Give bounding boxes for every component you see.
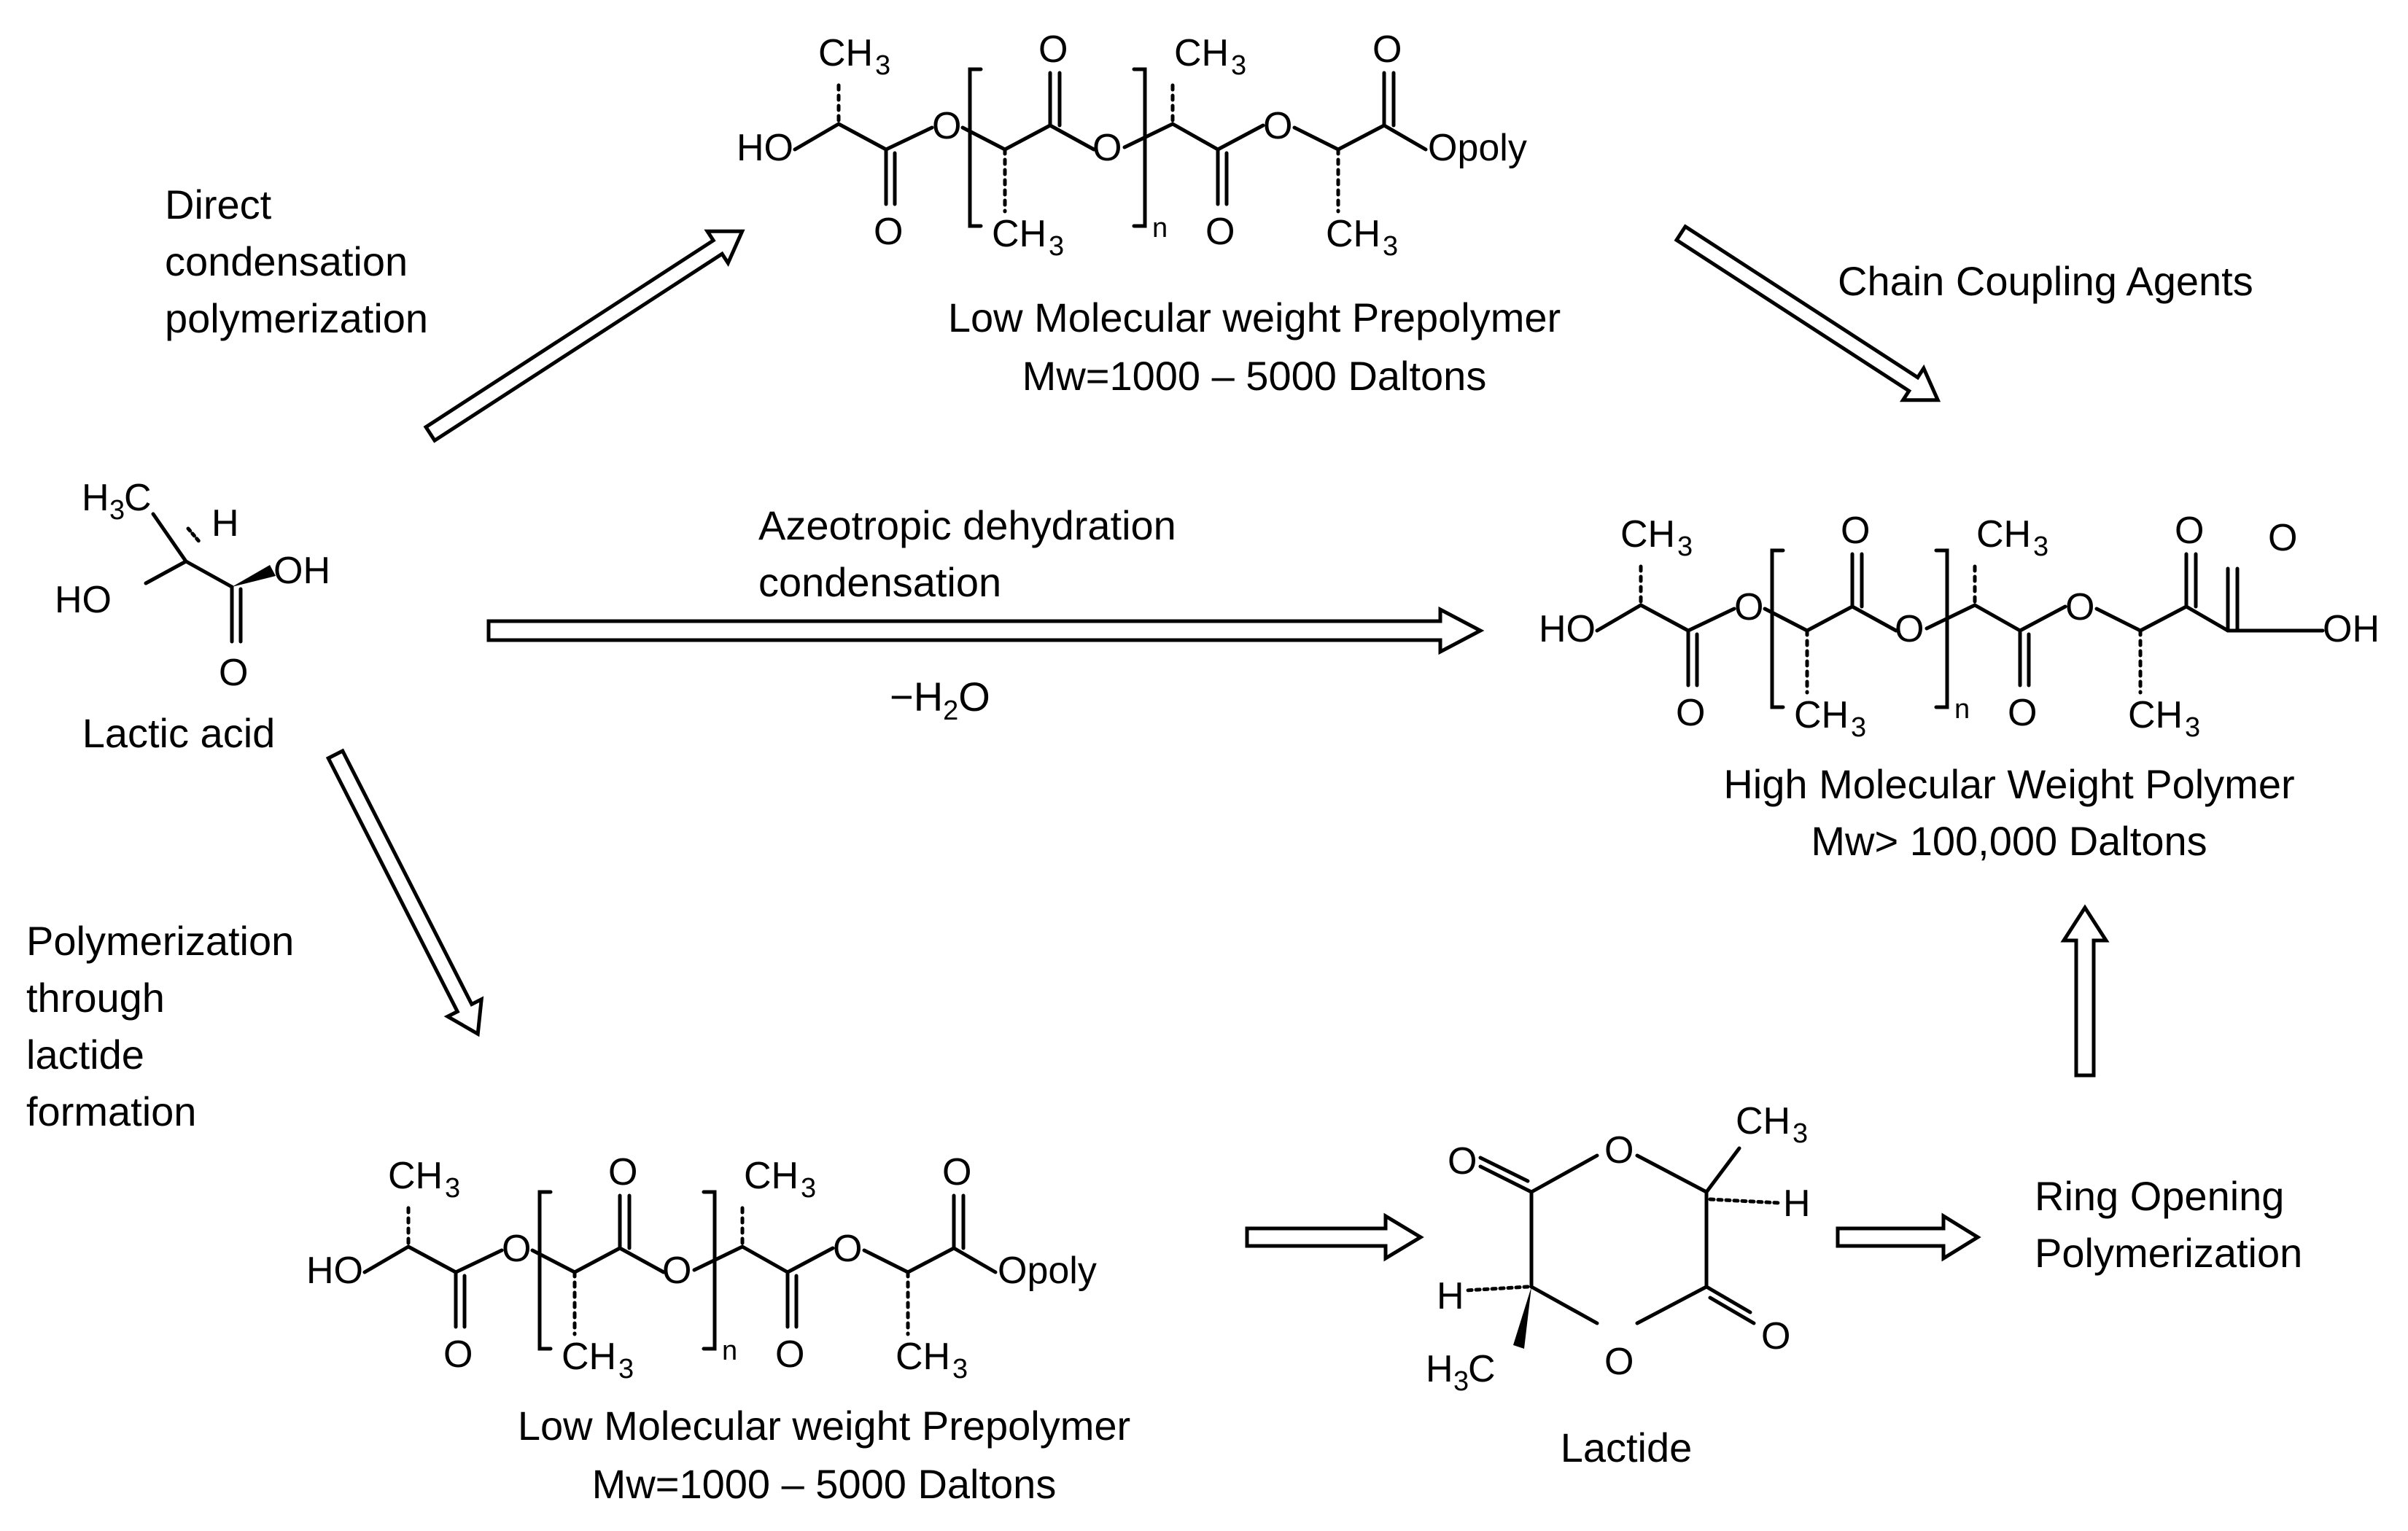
bottom-prepolymer-mw: Mw=1000 – 5000 Daltons <box>592 1461 1057 1507</box>
chain-coupling-label: Chain Coupling Agents <box>1838 258 2253 304</box>
lactic-acid-structure: H 3 C H HO O OH <box>55 477 330 694</box>
lactide-route-label-2: through <box>26 975 165 1021</box>
svg-text:3: 3 <box>1453 1366 1469 1397</box>
lactide-route-label-1: Polymerization <box>26 918 294 964</box>
svg-text:O: O <box>219 652 248 694</box>
lactic-acid-label: Lactic acid <box>82 710 276 756</box>
svg-text:C: C <box>1468 1348 1496 1390</box>
end-group-oh: OH <box>2323 608 2380 650</box>
lactide-route-label-3: lactide <box>26 1032 144 1078</box>
arrow-chain-coupling <box>1674 224 1941 402</box>
azeotropic-label-1: Azeotropic dehydration <box>758 502 1176 548</box>
svg-text:H: H <box>1437 1275 1464 1317</box>
svg-text:H: H <box>82 477 109 519</box>
direct-condensation-label-2: condensation <box>165 238 408 284</box>
svg-text:O: O <box>1604 1341 1634 1383</box>
svg-text:OH: OH <box>273 550 330 592</box>
high-polymer-structure: O OH <box>1539 510 2380 743</box>
minus-water-label: −H2O <box>890 674 990 726</box>
lactide-label: Lactide <box>1561 1425 1693 1470</box>
arrow-ring-opening-up <box>2060 904 2110 1078</box>
svg-text:−H2O: −H2O <box>890 674 990 726</box>
lactide-route-label-4: formation <box>26 1088 196 1134</box>
svg-text:H: H <box>211 502 239 545</box>
bottom-prepolymer-structure: Opoly <box>306 1151 1097 1384</box>
svg-text:O: O <box>2268 517 2297 559</box>
direct-condensation-label-3: polymerization <box>165 295 428 341</box>
end-group-opoly: Opoly <box>1428 127 1527 169</box>
arrow-to-lactide <box>1245 1212 1424 1262</box>
svg-text:CH: CH <box>1736 1100 1790 1142</box>
svg-text:C: C <box>124 477 152 519</box>
svg-text:H: H <box>1426 1348 1453 1390</box>
svg-text:3: 3 <box>109 495 125 526</box>
lactide-structure: O O CH 3 H O O H H 3 C <box>1426 1100 1811 1397</box>
svg-text:3: 3 <box>1793 1118 1808 1149</box>
ring-opening-label-1: Ring Opening <box>2035 1173 2284 1219</box>
top-prepolymer-structure: Opoly <box>737 28 1527 262</box>
svg-text:H: H <box>1783 1183 1811 1225</box>
bottom-prepolymer-title: Low Molecular weight Prepolymer <box>518 1403 1130 1449</box>
top-prepolymer-mw: Mw=1000 – 5000 Daltons <box>1022 353 1487 399</box>
svg-text:HO: HO <box>55 579 112 621</box>
direct-condensation-label-1: Direct <box>165 182 272 227</box>
svg-text:O: O <box>1448 1140 1477 1183</box>
arrow-direct-condensation <box>423 229 745 443</box>
high-polymer-title: High Molecular Weight Polymer <box>1723 761 2294 807</box>
svg-text:O: O <box>1604 1129 1634 1172</box>
ring-opening-label-2: Polymerization <box>2035 1230 2302 1276</box>
svg-text:O: O <box>1761 1315 1790 1357</box>
arrow-azeotropic <box>486 606 1485 655</box>
arrow-to-ring-opening <box>1836 1212 1981 1262</box>
end-group-opoly-bottom: Opoly <box>998 1250 1097 1292</box>
azeotropic-label-2: condensation <box>758 559 1001 605</box>
arrow-lactide-route <box>325 748 484 1037</box>
top-prepolymer-title: Low Molecular weight Prepolymer <box>948 295 1561 340</box>
high-polymer-mw: Mw> 100,000 Daltons <box>1811 818 2207 864</box>
